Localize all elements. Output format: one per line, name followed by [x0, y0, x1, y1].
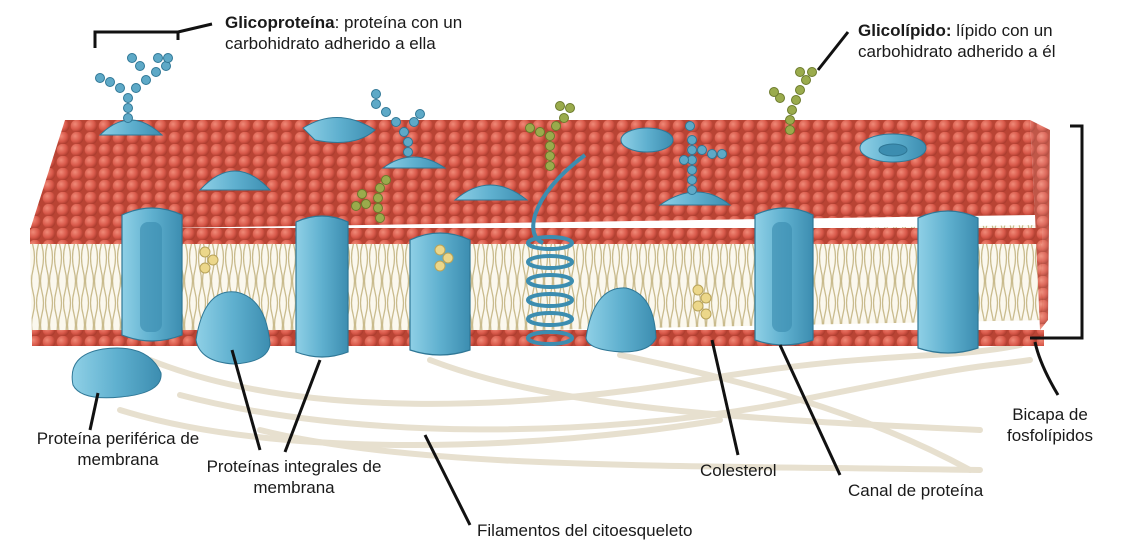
proteinas-integrales-line2: membrana — [253, 478, 334, 497]
proteina-periferica-line2: membrana — [77, 450, 158, 469]
glicolipido-desc-line2: carbohidrato adherido a él — [858, 42, 1056, 61]
cytoskeleton-filaments — [120, 345, 1030, 470]
bicapa-label: Bicapa de fosfolípidos — [995, 404, 1105, 446]
glicolipido-term: Glicolípido: — [858, 21, 952, 40]
glycoprotein-bracket — [95, 24, 212, 48]
bicapa-line1: Bicapa de — [1012, 405, 1088, 424]
glicolipido-desc: lípido con un — [952, 21, 1053, 40]
glicoproteina-desc-line2: carbohidrato adherido a ella — [225, 34, 436, 53]
glicoproteina-term: Glicoproteína — [225, 13, 335, 32]
colesterol-label: Colesterol — [700, 460, 777, 481]
proteina-periferica-line1: Proteína periférica de — [37, 429, 200, 448]
filamentos-text: Filamentos del citoesqueleto — [477, 521, 692, 540]
glycolipid-leader — [818, 32, 848, 70]
colesterol-text: Colesterol — [700, 461, 777, 480]
peripheral-protein-shape — [72, 348, 161, 398]
proteinas-integrales-label: Proteínas integrales de membrana — [184, 456, 404, 498]
bicapa-line2: fosfolípidos — [1007, 426, 1093, 445]
glicolipido-label: Glicolípido: lípido con un carbohidrato … — [858, 20, 1056, 62]
canal-label: Canal de proteína — [848, 480, 983, 501]
glicoproteina-desc: : proteína con un — [335, 13, 463, 32]
filamentos-label: Filamentos del citoesqueleto — [477, 520, 692, 541]
canal-text: Canal de proteína — [848, 481, 983, 500]
glicoproteina-label: Glicoproteína: proteína con un carbohidr… — [225, 12, 462, 54]
proteinas-integrales-line1: Proteínas integrales de — [207, 457, 382, 476]
